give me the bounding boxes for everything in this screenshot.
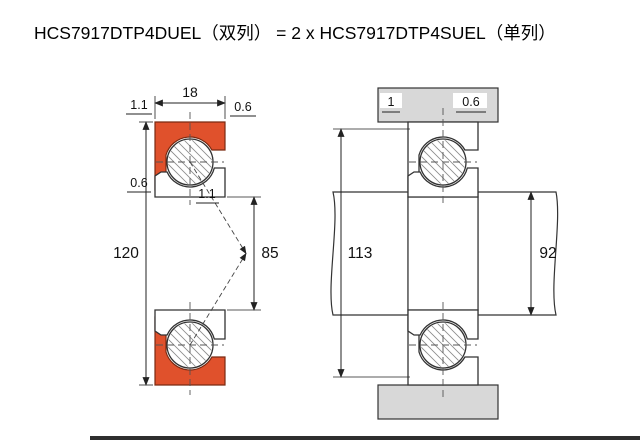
dim-shaft-shoulder-label: 92 xyxy=(539,245,556,262)
housing-block-bottom xyxy=(377,384,499,420)
outer-ring-bottom-right-view xyxy=(407,316,479,386)
drawing-title: HCS7917DTP4DUEL（双列） = 2 x HCS7917DTP4SUE… xyxy=(34,23,556,43)
left-view-cross-section: 18 120 85 1.1 0.6 xyxy=(113,84,279,395)
outer-ring-top-right-view xyxy=(407,121,479,191)
shaft xyxy=(330,191,559,316)
dim-outer-diameter: 120 xyxy=(113,121,153,386)
centerlines-right xyxy=(409,108,477,398)
dim-shaft-shoulder: 92 xyxy=(527,191,557,316)
chamfer-inner-left-label: 0.6 xyxy=(130,176,147,190)
outer-ring-top xyxy=(154,121,226,191)
fillet-left-label: 1 xyxy=(388,95,395,109)
fillet-right-label: 0.6 xyxy=(462,95,479,109)
outer-ring-bottom xyxy=(154,316,226,386)
dim-housing-shoulder-label: 113 xyxy=(348,245,373,262)
inner-ring-bottom-right-view xyxy=(407,309,479,340)
dim-width-label: 18 xyxy=(182,84,198,100)
chamfer-callouts-left-view: 1.1 0.6 0.6 1.1 xyxy=(126,98,256,204)
chamfer-outer-left-label: 1.1 xyxy=(130,98,147,112)
chamfer-inner-center-label: 1.1 xyxy=(198,187,215,201)
dim-bore-label: 85 xyxy=(261,245,278,262)
fillet-callouts-right-view: 1 0.6 xyxy=(380,93,487,113)
right-view-mounting: 113 92 1 0.6 xyxy=(330,87,559,420)
footer-edge xyxy=(90,436,640,440)
chamfer-outer-right-label: 0.6 xyxy=(234,100,251,114)
dim-housing-shoulder: 113 xyxy=(333,128,410,378)
dim-od-label: 120 xyxy=(113,245,139,262)
inner-ring-top-right-view xyxy=(407,167,479,198)
dim-bore-diameter: 85 xyxy=(227,196,279,311)
dim-width: 18 xyxy=(154,84,226,119)
contact-angle-lines xyxy=(189,161,247,346)
